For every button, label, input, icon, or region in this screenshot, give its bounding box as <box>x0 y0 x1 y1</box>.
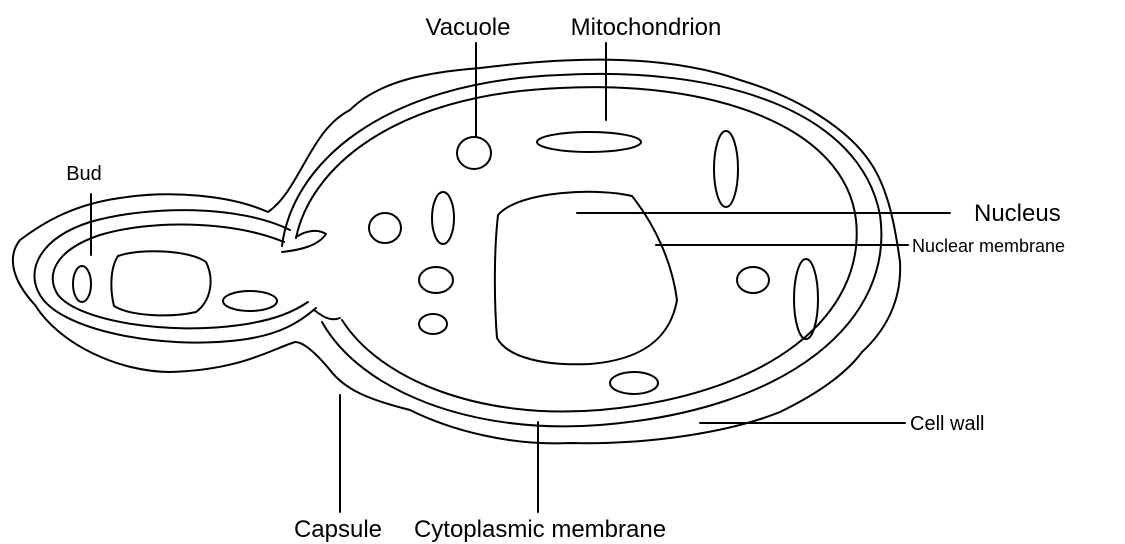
mitochondrion-right <box>794 259 818 339</box>
cell-wall-outline <box>282 74 881 427</box>
mitochondrion <box>537 132 641 152</box>
nucleus-shape <box>495 192 677 364</box>
neck-upper <box>282 231 326 252</box>
bud-label: Bud <box>66 163 102 185</box>
bud-wall-outline <box>34 210 316 342</box>
vacuole-mid <box>419 267 453 293</box>
neck-lower <box>314 310 340 319</box>
mitochondrion-upper-right <box>714 131 738 207</box>
nuclear-membrane-label: Nuclear membrane <box>912 236 1065 256</box>
mitochondrion-bottom <box>610 372 658 394</box>
vacuole <box>457 137 491 169</box>
vacuole-label: Vacuole <box>426 14 511 41</box>
mitochondrion-left <box>432 192 454 244</box>
capsule-label: Capsule <box>294 516 382 543</box>
cell-wall-label: Cell wall <box>910 413 984 435</box>
vacuole-small <box>419 314 447 334</box>
cytoplasmic-membrane-label: Cytoplasmic membrane <box>414 516 666 543</box>
nucleus-label: Nucleus <box>974 200 1061 227</box>
bud-mitochondrion <box>223 291 277 311</box>
mitochondrion-label: Mitochondrion <box>571 14 722 41</box>
bud-nucleus <box>111 251 210 315</box>
vacuole-right <box>737 267 769 293</box>
vacuole-left <box>369 213 401 243</box>
bud-vacuole <box>73 266 91 302</box>
cytoplasmic-membrane-outline <box>296 87 857 411</box>
